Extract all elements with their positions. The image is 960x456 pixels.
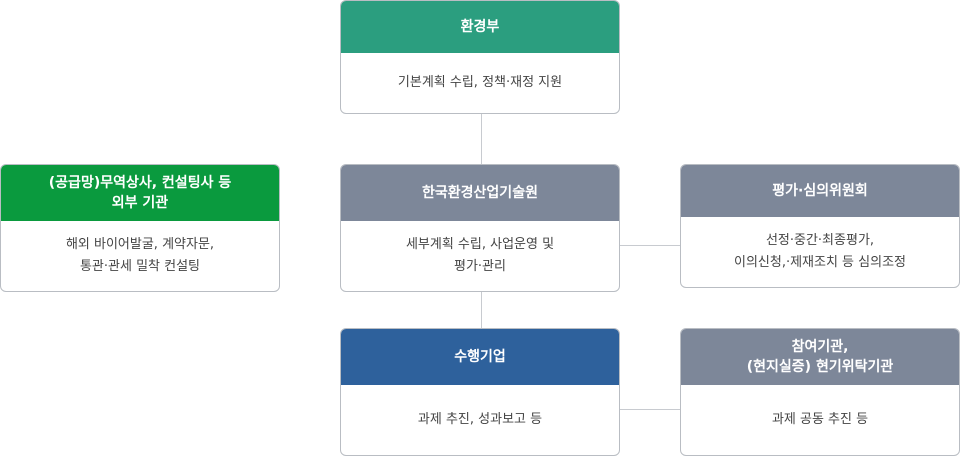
node-moe-title: 환경부	[341, 1, 619, 53]
node-company-title: 수행기업	[341, 329, 619, 385]
node-company: 수행기업 과제 추진, 성과보고 등	[340, 328, 620, 456]
node-moe-desc: 기본계획 수립, 정책·재정 지원	[397, 75, 563, 90]
node-keiti: 한국환경산업기술원 세부계획 수립, 사업운영 및 평가·관리	[340, 164, 620, 292]
node-partner-title: 참여기관, (현지실증) 현기위탁기관	[681, 329, 959, 385]
node-external: (공급망)무역상사, 컨설팅사 등 외부 기관 해외 바이어발굴, 계약자문, …	[0, 164, 280, 292]
node-keiti-title: 한국환경산업기술원	[341, 165, 619, 221]
node-external-desc: 해외 바이어발굴, 계약자문, 통관·관세 밀착 컨설팅	[65, 237, 215, 274]
node-committee: 평가·심의위원회 선정·중간·최종평가, 이의신청,·제재조치 등 심의조정	[680, 164, 960, 288]
node-partner: 참여기관, (현지실증) 현기위탁기관 과제 공동 추진 등	[680, 328, 960, 456]
node-external-title: (공급망)무역상사, 컨설팅사 등 외부 기관	[1, 165, 279, 221]
node-committee-title: 평가·심의위원회	[681, 165, 959, 217]
node-committee-desc: 선정·중간·최종평가, 이의신청,·제재조치 등 심의조정	[733, 233, 906, 270]
node-partner-desc: 과제 공동 추진 등	[771, 412, 869, 427]
connector-company-partner	[619, 409, 681, 410]
node-company-desc: 과제 추진, 성과보고 등	[417, 412, 543, 427]
node-keiti-desc: 세부계획 수립, 사업운영 및 평가·관리	[405, 237, 555, 274]
connector-keiti-committee	[619, 245, 681, 246]
node-moe: 환경부 기본계획 수립, 정책·재정 지원	[340, 0, 620, 114]
connector-keiti-company	[481, 291, 482, 328]
connector-moe-keiti	[481, 113, 482, 164]
